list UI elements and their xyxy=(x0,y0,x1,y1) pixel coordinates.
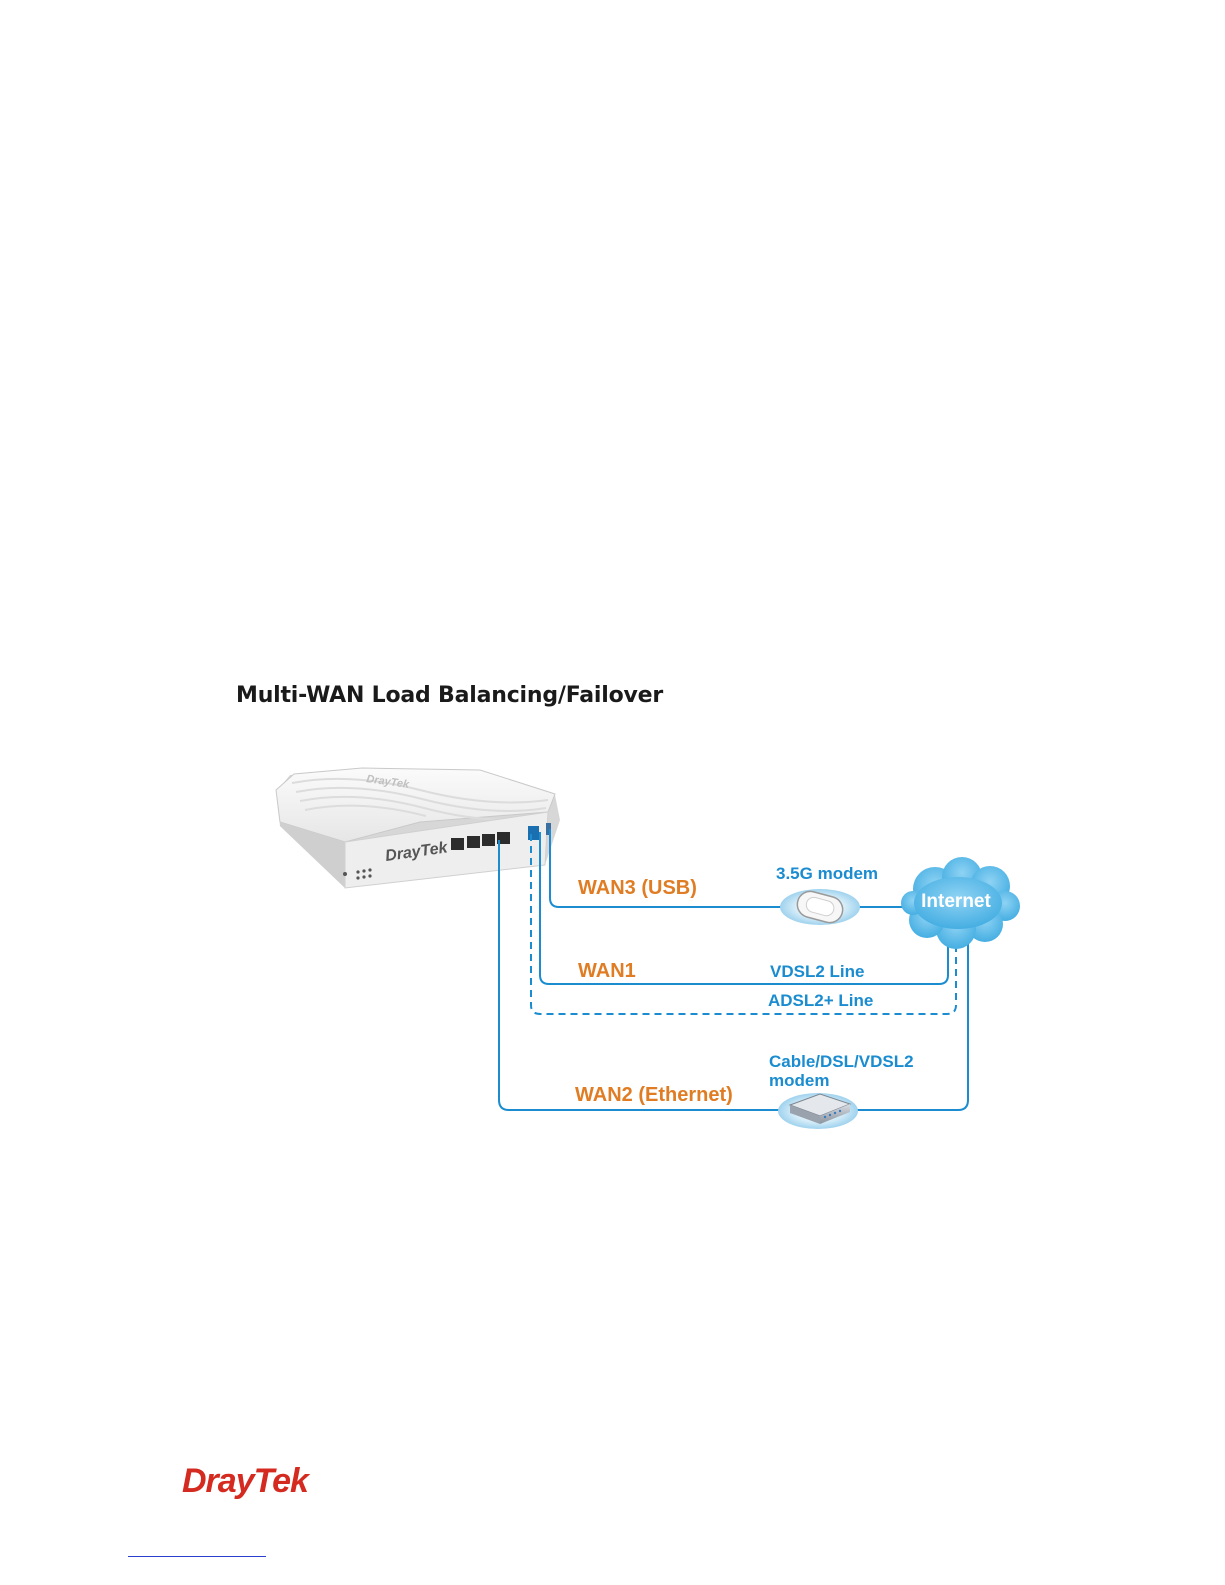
footer-divider xyxy=(128,1556,266,1557)
usb-modem-label: 3.5G modem xyxy=(776,864,878,883)
cloud-icon: Internet xyxy=(901,857,1020,949)
adsl2-line-label: ADSL2+ Line xyxy=(768,991,873,1010)
modem-box-label-line2: modem xyxy=(769,1071,829,1090)
wan2-cloud-link xyxy=(852,938,968,1110)
vdsl2-line-label: VDSL2 Line xyxy=(770,962,864,981)
wan3-label: WAN3 (USB) xyxy=(578,877,697,899)
footer-logo: DrayTek xyxy=(182,1462,308,1501)
wan1-label: WAN1 xyxy=(578,960,636,982)
modem-box-icon xyxy=(778,1093,858,1129)
usb-modem-icon xyxy=(780,888,860,925)
cloud-label: Internet xyxy=(921,891,991,912)
wan2-label: WAN2 (Ethernet) xyxy=(575,1084,733,1106)
router-icon: DrayTek DrayTek xyxy=(276,768,560,888)
modem-box-label-line1: Cable/DSL/VDSL2 xyxy=(769,1052,914,1071)
wan1-adsl-link xyxy=(531,834,956,1014)
